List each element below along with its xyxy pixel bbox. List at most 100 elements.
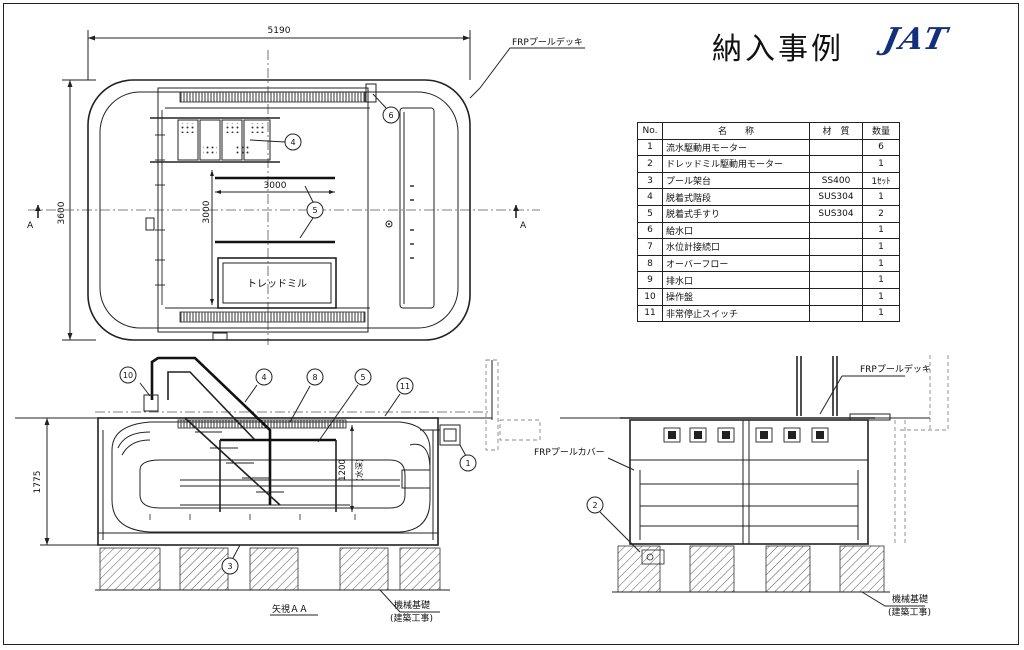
row-material <box>809 287 863 306</box>
removable-stairs <box>150 117 280 163</box>
row-name: 操作盤 <box>662 287 810 306</box>
plan-deck-label: FRPプールデッキ <box>512 36 583 48</box>
section-view: 1775 1200 (水深) <box>15 356 541 616</box>
row-no: 5 <box>637 204 663 223</box>
callout-5-plan: 5 <box>312 206 317 215</box>
water-depth-dim: 1200 <box>338 459 348 481</box>
section-foundation-label: 機械基礎 <box>394 599 430 611</box>
callout-2: 2 <box>592 501 597 510</box>
callout-4-plan: 4 <box>290 138 295 147</box>
row-qty: 2 <box>862 204 900 223</box>
end-foundation-label: 機械基礎 <box>892 593 928 605</box>
row-name: 脱着式手すり <box>662 204 810 223</box>
row-qty: 1 <box>862 304 900 323</box>
callout-10: 10 <box>123 371 133 380</box>
company-logo: JAT <box>880 22 952 57</box>
treadmill <box>217 257 337 309</box>
row-qty: 1 <box>862 221 900 240</box>
row-material <box>809 155 863 173</box>
flow-motors <box>663 427 829 443</box>
section-marker-left: A <box>27 221 34 231</box>
page-title: 納入事例 <box>712 32 844 67</box>
row-qty: 1ｾｯﾄ <box>862 171 900 190</box>
section-tank <box>97 417 439 546</box>
sheet-border <box>3 3 1019 645</box>
row-no: 2 <box>637 155 663 173</box>
row-qty: 1 <box>862 287 900 306</box>
col-name: 名 称 <box>662 122 810 140</box>
row-no: 8 <box>637 254 663 273</box>
inner-length-dim: 3000 <box>264 181 287 191</box>
section-handrail <box>150 356 272 505</box>
section-marker-right: A <box>520 221 527 231</box>
row-name: プール架台 <box>662 171 810 190</box>
row-no: 1 <box>637 138 663 157</box>
flow-grille-top <box>179 91 366 103</box>
row-name: オーバーフロー <box>662 254 810 273</box>
water-depth-note: (水深) <box>354 459 364 481</box>
callout-4-section: 4 <box>261 373 266 382</box>
row-no: 10 <box>637 287 663 306</box>
row-material <box>809 304 863 323</box>
row-material <box>809 254 863 273</box>
row-name: ドレッドミル駆動用モーター <box>662 155 810 173</box>
inner-length-dim-vertical: 3000 <box>202 200 212 223</box>
row-no: 7 <box>637 238 663 256</box>
row-name: 非常停止スイッチ <box>662 304 810 323</box>
row-name: 給水口 <box>662 221 810 240</box>
callout-8: 8 <box>312 373 317 382</box>
col-material: 材 質 <box>809 122 863 140</box>
section-height-dim: 1775 <box>33 471 43 494</box>
row-qty: 1 <box>862 238 900 256</box>
callout-5-section: 5 <box>360 373 365 382</box>
overflow-channel <box>399 107 435 309</box>
flow-grille-bottom <box>179 311 366 323</box>
end-view <box>560 355 949 607</box>
row-material <box>809 238 863 256</box>
row-name: 水位計接続口 <box>662 238 810 256</box>
section-foundation-note: (建築工事) <box>390 612 433 624</box>
plan-callouts: 4 5 6 <box>249 93 400 239</box>
row-qty: 6 <box>862 138 900 157</box>
end-foundation-note: (建築工事) <box>888 606 931 618</box>
row-material: SS400 <box>809 171 863 190</box>
row-qty: 1 <box>862 271 900 289</box>
col-qty: 数量 <box>862 122 900 140</box>
section-view-label: 矢視ＡＡ <box>272 603 308 615</box>
col-no: No. <box>637 122 663 140</box>
row-material <box>809 221 863 240</box>
callout-6-plan: 6 <box>388 111 393 120</box>
row-material: SUS304 <box>809 188 863 206</box>
callout-11: 11 <box>400 382 410 391</box>
row-name: 排水口 <box>662 271 810 289</box>
end-deck-label: FRPプールデッキ <box>860 363 931 375</box>
width-dimension: 5190 <box>268 26 291 36</box>
treadmill-label: トレッドミル <box>247 279 307 290</box>
row-no: 11 <box>637 304 663 323</box>
plan-view: 5190 3600 A A <box>27 26 585 345</box>
row-no: 3 <box>637 171 663 190</box>
row-qty: 1 <box>862 188 900 206</box>
pool-deck-outline <box>87 79 471 341</box>
row-name: 脱着式階段 <box>662 188 810 206</box>
callout-3: 3 <box>227 562 232 571</box>
row-material <box>809 138 863 157</box>
row-no: 9 <box>637 271 663 289</box>
foundation-block <box>99 547 161 591</box>
row-no: 4 <box>637 188 663 206</box>
row-qty: 1 <box>862 155 900 173</box>
